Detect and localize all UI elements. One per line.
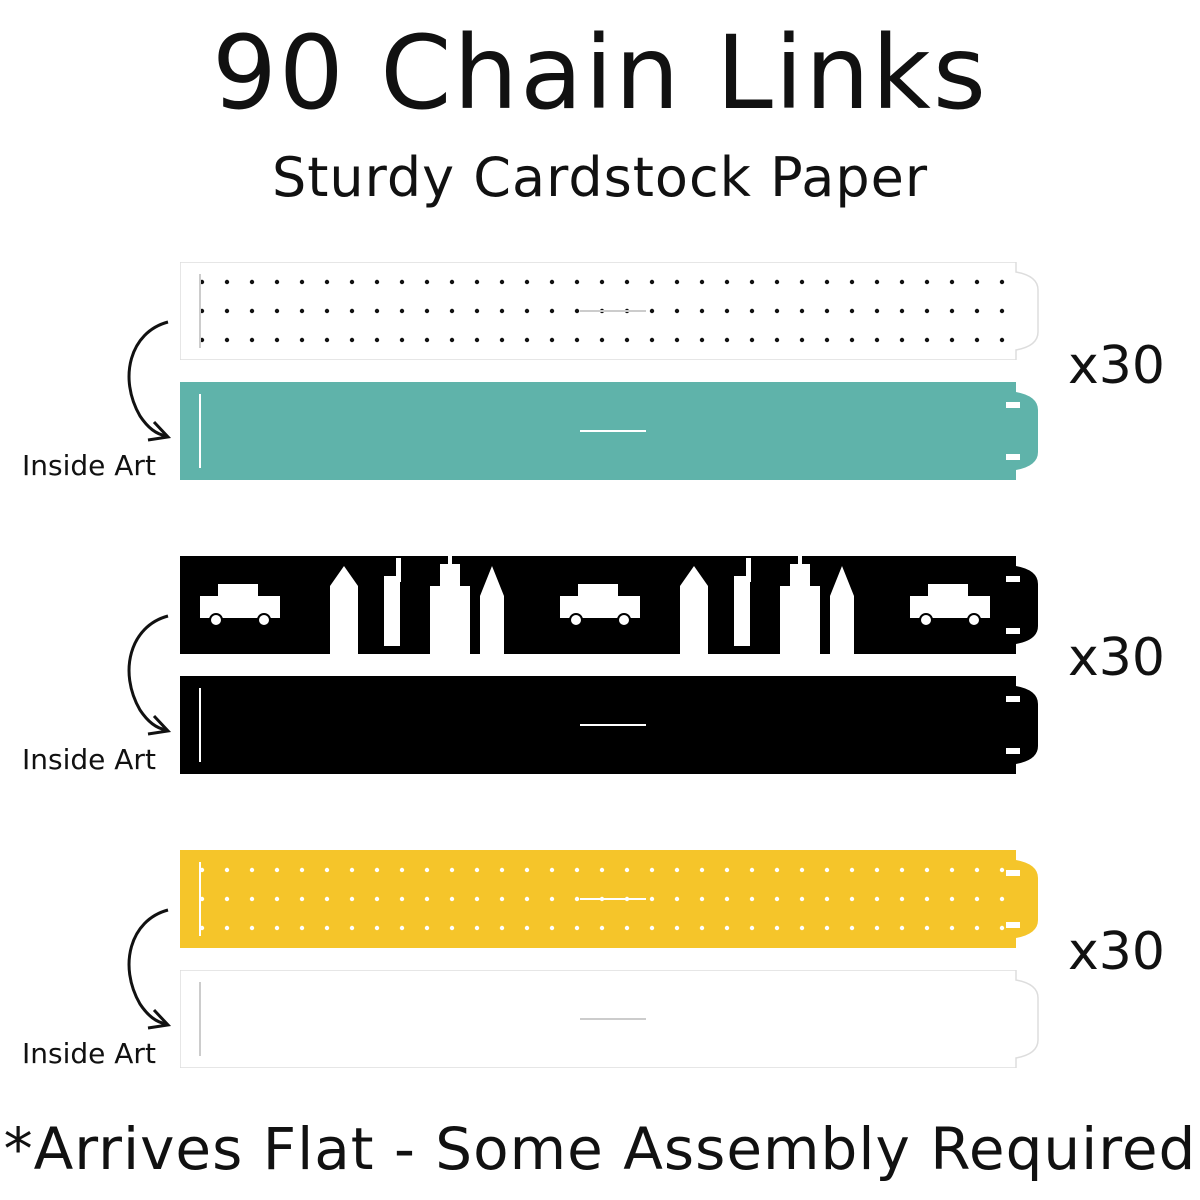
inside-strip-black (180, 676, 1040, 774)
assembly-note: *Arrives Flat - Some Assembly Required (3, 1115, 1197, 1183)
white-strip-art (180, 970, 1039, 1068)
curved-arrow-icon (127, 908, 172, 1030)
quantity-label: x30 (1068, 336, 1165, 396)
inside-strip-teal (180, 382, 1040, 480)
yellow-dots-strip-art (180, 850, 1038, 948)
page-subtitle: Sturdy Cardstock Paper (271, 146, 929, 209)
quantity-label: x30 (1068, 628, 1165, 688)
outer-strip-yellow-dots (180, 850, 1040, 948)
inside-strip-white (180, 970, 1040, 1068)
outer-strip-nyc-icons (180, 556, 1040, 654)
nyc-icons-strip-art (180, 556, 1038, 654)
inside-art-label: Inside Art (22, 449, 156, 482)
quantity-label: x30 (1068, 922, 1165, 982)
inside-art-label: Inside Art (22, 743, 156, 776)
inside-art-label: Inside Art (22, 1037, 156, 1070)
black-strip-art (180, 676, 1038, 774)
white-dots-strip-art (180, 262, 1039, 360)
page-title: 90 Chain Links (211, 14, 989, 133)
outer-strip-white-dots (180, 262, 1040, 360)
teal-strip-art (180, 382, 1038, 480)
curved-arrow-icon (127, 320, 172, 442)
curved-arrow-icon (127, 614, 172, 736)
